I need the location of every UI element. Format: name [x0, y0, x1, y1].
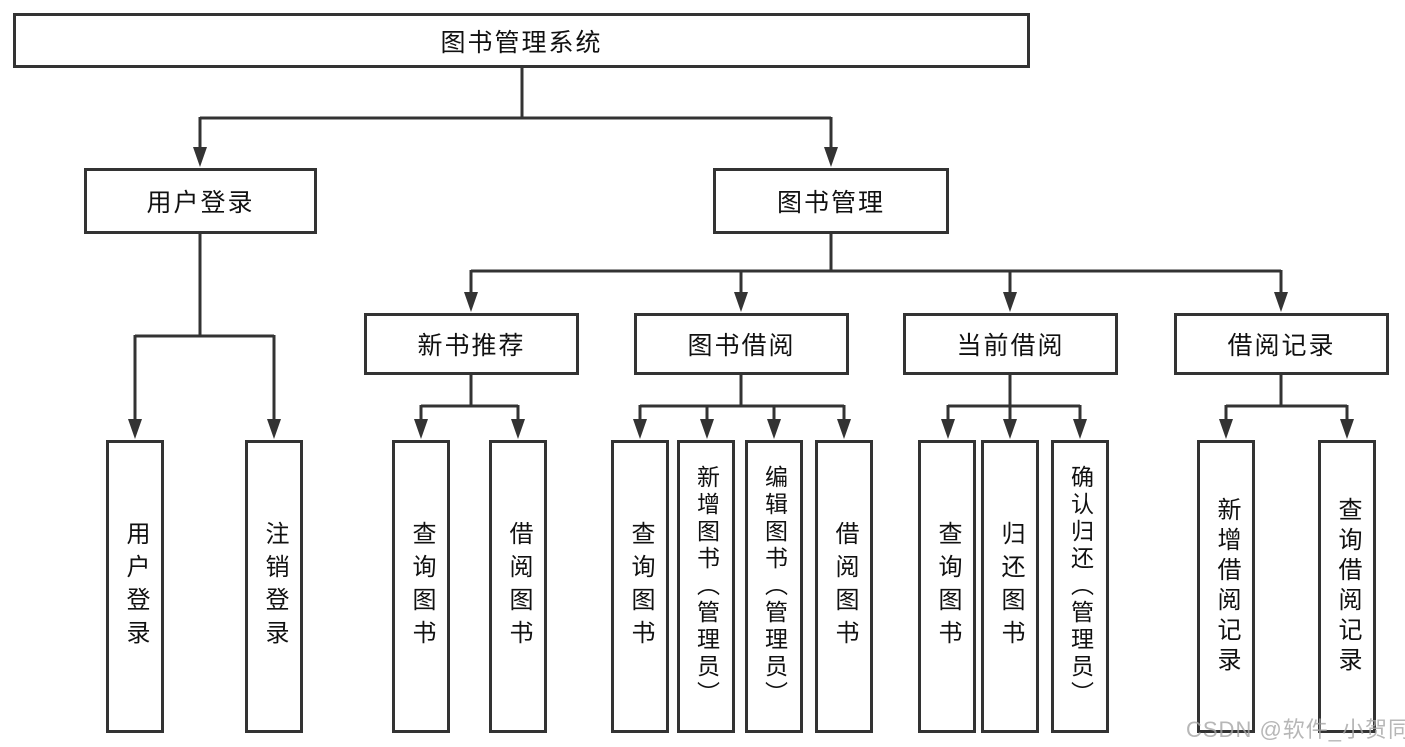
- leaf-label: 查询图书: [934, 520, 961, 653]
- leaf-label: 注销登录: [261, 520, 288, 653]
- leaf-label: 查询图书: [627, 520, 654, 653]
- leaf-label: 归还图书: [997, 520, 1024, 653]
- leaf-label: 编辑图书（管理员）: [761, 465, 788, 708]
- leaf-query-books-borrowing: 查询图书: [611, 440, 669, 733]
- node-library-management-system: 图书管理系统: [13, 13, 1030, 68]
- leaf-borrow-books: 借阅图书: [815, 440, 873, 733]
- node-label: 当前借阅: [956, 332, 1065, 360]
- leaf-label: 查询借阅记录: [1334, 496, 1361, 677]
- csdn-watermark: CSDN @软件_小贺同学: [1186, 717, 1405, 742]
- leaf-user-login: 用户登录: [106, 440, 164, 733]
- node-current-borrowing: 当前借阅: [903, 313, 1118, 375]
- node-label: 用户登录: [146, 189, 255, 217]
- node-label: 图书管理系统: [440, 28, 603, 57]
- leaf-borrow-books-recommend: 借阅图书: [489, 440, 547, 733]
- leaf-label: 用户登录: [122, 520, 149, 653]
- leaf-label: 新增借阅记录: [1213, 496, 1240, 677]
- leaf-label: 确认归还（管理员）: [1067, 465, 1094, 708]
- leaf-label: 查询图书: [408, 520, 435, 653]
- leaf-label: 新增图书（管理员）: [693, 465, 720, 708]
- leaf-query-books-recommend: 查询图书: [392, 440, 450, 733]
- node-label: 图书管理: [776, 189, 885, 217]
- leaf-query-borrow-record: 查询借阅记录: [1318, 440, 1376, 733]
- leaf-label: 借阅图书: [831, 520, 858, 653]
- leaf-query-books-current: 查询图书: [918, 440, 976, 733]
- leaf-label: 借阅图书: [505, 520, 532, 653]
- node-book-management: 图书管理: [713, 168, 949, 234]
- node-borrowing-records: 借阅记录: [1174, 313, 1389, 375]
- node-label: 图书借阅: [687, 332, 796, 360]
- node-user-login: 用户登录: [84, 168, 317, 234]
- arrowheads: [128, 147, 1354, 439]
- leaf-edit-books-admin: 编辑图书（管理员）: [745, 440, 803, 733]
- leaf-return-books: 归还图书: [981, 440, 1039, 733]
- node-label: 借阅记录: [1227, 332, 1336, 360]
- leaf-add-books-admin: 新增图书（管理员）: [677, 440, 735, 733]
- leaf-logout: 注销登录: [245, 440, 303, 733]
- leaf-add-borrow-record: 新增借阅记录: [1197, 440, 1255, 733]
- node-book-borrowing: 图书借阅: [634, 313, 849, 375]
- node-new-book-recommendation: 新书推荐: [364, 313, 579, 375]
- node-label: 新书推荐: [417, 332, 526, 360]
- leaf-confirm-return-admin: 确认归还（管理员）: [1051, 440, 1109, 733]
